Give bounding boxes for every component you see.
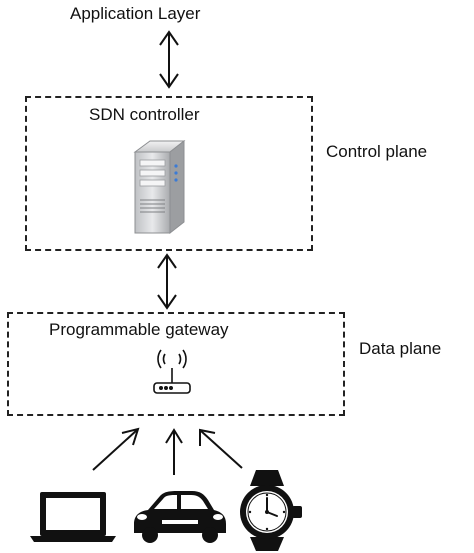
data-plane-label: Data plane [359, 339, 442, 358]
application-layer-label: Application Layer [70, 4, 201, 23]
app-controller-double-arrow [159, 30, 179, 89]
wireless-router-icon [153, 349, 191, 394]
server-icon [133, 139, 186, 235]
programmable-gateway-label: Programmable gateway [49, 320, 229, 339]
sdn-controller-label: SDN controller [89, 105, 200, 124]
control-plane-box [25, 96, 313, 251]
car-arrow [165, 428, 183, 475]
wristwatch-icon [240, 470, 302, 551]
watch-arrow [199, 428, 243, 469]
device-arrows [92, 427, 243, 475]
car-icon [134, 491, 226, 543]
control-plane-label: Control plane [326, 142, 428, 161]
laptop-icon [30, 492, 116, 542]
controller-gateway-double-arrow [157, 253, 177, 310]
data-plane-box [7, 312, 345, 416]
laptop-arrow [92, 427, 140, 471]
